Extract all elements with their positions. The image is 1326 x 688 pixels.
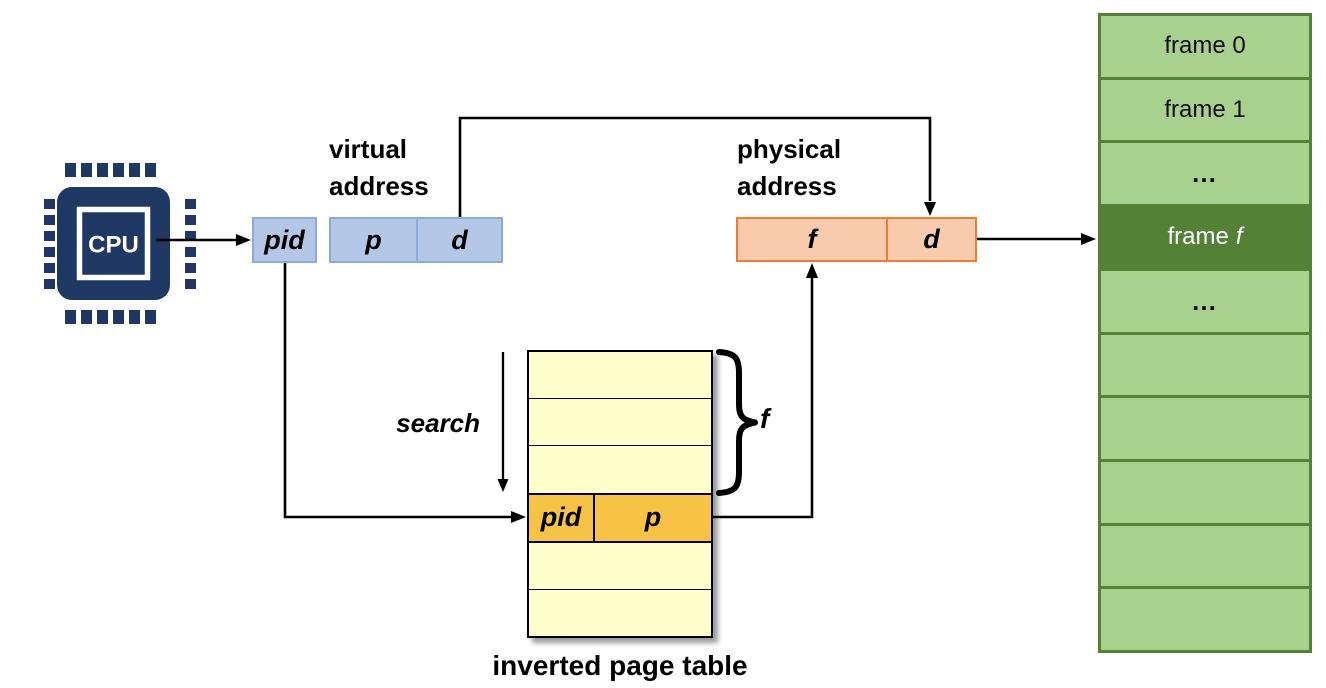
- ipt-match-page-cell: p: [644, 502, 662, 533]
- ipt-row-empty: [529, 590, 711, 636]
- physical-address-title: physical address: [737, 134, 842, 201]
- arrow-virtual-d-to-physical-d: [458, 116, 932, 217]
- search-label: search: [396, 408, 480, 438]
- inverted-page-table: pid p: [527, 350, 713, 638]
- ipt-row-empty: [529, 543, 711, 590]
- ipt-row-empty: [529, 446, 711, 494]
- physical-address-frame-box: f: [736, 217, 888, 262]
- memory-row-empty: [1101, 526, 1309, 590]
- ipt-row-empty: [529, 399, 711, 447]
- memory-row-frame0: frame 0: [1101, 16, 1309, 80]
- ipt-row-match: pid p: [529, 493, 711, 543]
- virtual-offset-label: d: [451, 224, 468, 255]
- frame-f-prefix: frame: [1167, 223, 1229, 251]
- physical-address-offset-box: d: [886, 217, 977, 262]
- memory-row-empty: [1101, 589, 1309, 650]
- cpu-label: CPU: [88, 232, 139, 259]
- virtual-address-page-box: p: [329, 217, 418, 263]
- memory-row-empty: [1101, 462, 1309, 526]
- arrowhead-pid-to-table: [511, 511, 526, 523]
- brace-f-label: f: [760, 403, 770, 434]
- frame-brace-icon: [716, 349, 758, 496]
- pid-register-box: pid: [252, 217, 317, 263]
- ipt-row-empty: [529, 352, 711, 400]
- virtual-page-label: p: [365, 224, 382, 255]
- ipt-match-pid-cell: pid: [529, 494, 595, 541]
- frame-f-var: f: [1235, 223, 1243, 251]
- cpu-inner-frame: [76, 206, 151, 281]
- memory-row-ellipsis: …: [1101, 143, 1309, 208]
- memory-row-ellipsis: …: [1101, 271, 1309, 335]
- physical-frame-label: f: [807, 224, 817, 254]
- arrow-table-to-f: [713, 277, 814, 519]
- arrowhead-virtual-d: [924, 202, 936, 216]
- memory-row-frame1: frame 1: [1101, 80, 1309, 144]
- virtual-address-title: virtual address: [329, 134, 429, 201]
- physical-offset-label: d: [923, 224, 940, 254]
- arrowhead-to-memory: [1081, 233, 1096, 245]
- memory-row-empty: [1101, 398, 1309, 462]
- inverted-page-table-caption: inverted page table: [492, 650, 748, 681]
- virtual-address-offset-box: d: [416, 217, 503, 263]
- pid-register-label: pid: [264, 224, 305, 255]
- arrow-pid-to-table: [283, 263, 512, 519]
- arrowhead-cpu-to-pid: [236, 234, 251, 246]
- memory-row-empty: [1101, 335, 1309, 399]
- search-arrowhead: [497, 479, 509, 492]
- arrowhead-table-to-f: [806, 263, 818, 278]
- memory-row-frame-f: frame f: [1101, 207, 1309, 271]
- cpu-chip-icon: CPU: [44, 163, 196, 324]
- physical-memory-table: frame 0 frame 1 … frame f …: [1098, 13, 1312, 653]
